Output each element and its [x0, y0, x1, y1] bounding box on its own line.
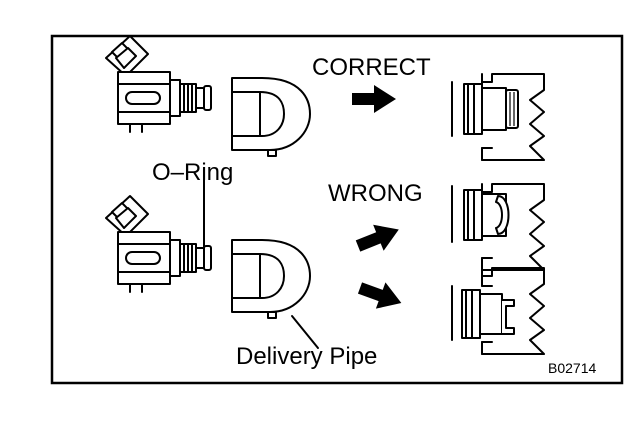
arrow-wrong-upper-icon — [352, 216, 405, 259]
detail-wrong-upper-icon — [451, 183, 545, 271]
label-delivery-pipe: Delivery Pipe — [236, 343, 377, 370]
detail-wrong-lower-icon — [451, 267, 545, 355]
arrow-wrong-lower-icon — [355, 274, 407, 317]
delivery-pipe-bottom-icon — [231, 239, 311, 319]
injector-wrong-icon — [105, 195, 212, 293]
label-o-ring: O–Ring — [152, 159, 233, 186]
arrow-correct-icon — [352, 85, 396, 113]
delivery-pipe-leader-line — [291, 315, 319, 349]
detail-correct-icon — [451, 73, 545, 161]
figure-code: B02714 — [548, 360, 596, 376]
injector-correct-icon — [105, 35, 212, 133]
figure-border — [50, 34, 624, 385]
delivery-pipe-top-icon — [231, 77, 311, 157]
label-wrong: WRONG — [328, 180, 423, 207]
label-correct: CORRECT — [312, 54, 431, 81]
